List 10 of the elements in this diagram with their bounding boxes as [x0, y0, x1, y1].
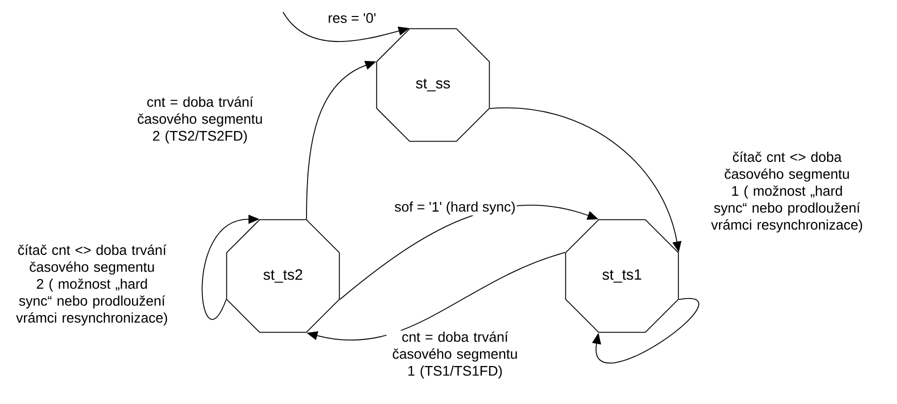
edge-label: čítač cnt <> doba časového segmentu 1 ( možnost „hard sync“ nebo prodloužení vrámci resynchronizace) [701, 150, 873, 234]
edge-label: cnt = doba trvání časového segmentu 1 (TS1/TS1FD) [386, 330, 524, 380]
state-octagon: st_ts1 [565, 219, 679, 333]
edge-label: sof = '1' (hard sync) [393, 200, 517, 216]
state-octagon: st_ts2 [226, 219, 340, 333]
edge-label: cnt = doba trvání časového segmentu 2 (TS2/TS2FD) [132, 95, 268, 145]
state-octagon: st_ss [376, 28, 490, 142]
arrow [592, 298, 700, 364]
edge-label: čítač cnt <> doba trvání časového segmentu 2 ( možnost „hard sync“ nebo prodloužení vrámci resynchronizace) [11, 244, 173, 326]
edge-label: res = '0' [326, 12, 378, 24]
